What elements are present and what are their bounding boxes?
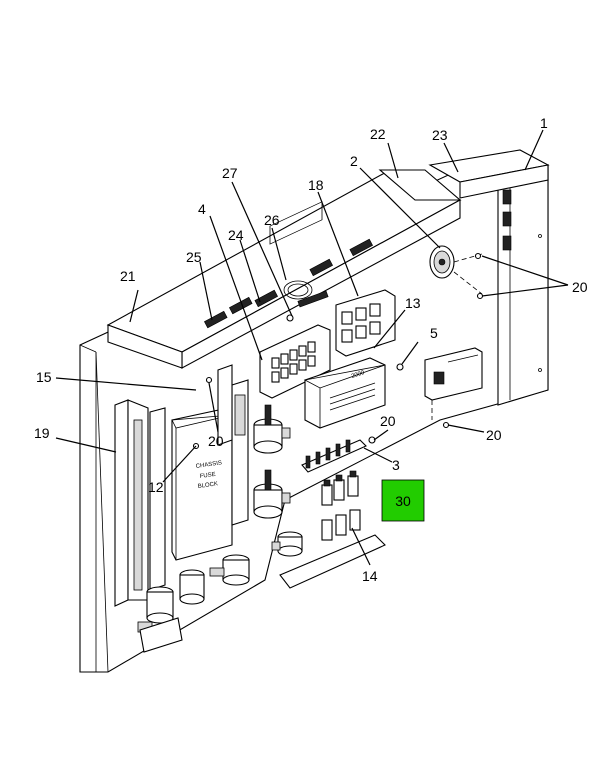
callout-25: 25 — [186, 249, 202, 265]
callout-24: 24 — [228, 227, 244, 243]
callout-20-right: 20 — [572, 279, 588, 295]
callout-19: 19 — [34, 425, 50, 441]
leader-lines — [55, 129, 569, 566]
callout-20-mid: 20 — [380, 413, 396, 429]
cover-connectors — [204, 238, 373, 329]
small-solenoid — [271, 531, 303, 557]
callout-labels: 1 2 22 23 27 18 4 26 24 25 21 20 13 5 15… — [34, 115, 588, 584]
relay-module-label: 2000 — [351, 370, 366, 380]
callout-4: 4 — [198, 201, 206, 217]
callout-15: 15 — [36, 369, 52, 385]
solenoid-bottom-mid — [179, 569, 205, 605]
highlight-callout-30[interactable]: 30 — [381, 479, 425, 522]
right-bracket — [497, 164, 549, 406]
highlight-label: 30 — [395, 493, 411, 509]
callout-26: 26 — [264, 212, 280, 228]
callout-18: 18 — [308, 177, 324, 193]
top-cover — [106, 169, 462, 369]
callout-5: 5 — [430, 325, 438, 341]
wire-loop — [283, 280, 329, 322]
callout-23: 23 — [432, 127, 448, 143]
highlight-box[interactable] — [381, 479, 425, 522]
round-connector — [429, 245, 483, 295]
fuse-strip — [301, 439, 367, 473]
fuse-block-label-2: FUSE — [199, 472, 216, 480]
solenoid-bottom-left — [137, 586, 183, 653]
fuses — [321, 470, 361, 541]
solenoid-upper — [253, 404, 291, 454]
callout-13: 13 — [405, 295, 421, 311]
rear-covers — [378, 149, 550, 201]
callout-22: 22 — [370, 126, 386, 142]
relay-module: 2000 — [303, 357, 386, 429]
callout-1: 1 — [540, 115, 548, 131]
right-connector-module — [424, 347, 483, 420]
callout-2: 2 — [350, 153, 358, 169]
solenoid-lower — [253, 469, 291, 519]
side-rail — [114, 399, 166, 607]
callout-14: 14 — [362, 568, 378, 584]
solenoid-bottom-right — [209, 554, 250, 586]
callout-12: 12 — [148, 479, 164, 495]
callout-21: 21 — [120, 268, 136, 284]
callout-27: 27 — [222, 165, 238, 181]
callout-20-left: 20 — [208, 433, 224, 449]
callout-20-lower: 20 — [486, 427, 502, 443]
fuse-block-label-1: CHASSIS — [195, 460, 222, 470]
callout-3: 3 — [392, 457, 400, 473]
relay-block-left — [259, 201, 331, 399]
fuse-block-label-3: BLOCK — [197, 481, 218, 490]
bottom-plate — [279, 534, 386, 589]
middle-brackets — [217, 364, 249, 526]
